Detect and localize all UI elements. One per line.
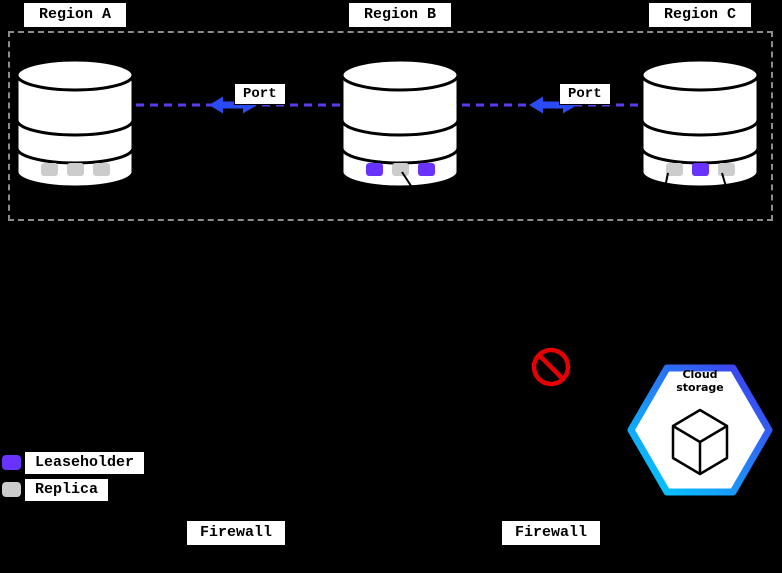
prohibited-icon [531, 347, 571, 387]
region-c-label: Region C [648, 2, 753, 28]
legend-label-replica: Replica [25, 479, 109, 501]
cylinder-top [340, 58, 460, 92]
database-cylinder-region-c [640, 58, 760, 189]
cylinder-top [15, 58, 135, 92]
replica-square [717, 163, 735, 176]
replica-square [665, 163, 683, 176]
cylinder-band-line [340, 119, 460, 137]
replica-square [66, 163, 84, 176]
cloud-storage-label: Cloud storage [676, 368, 724, 394]
replica-square [391, 163, 409, 176]
replica-swatch [2, 482, 21, 497]
region-b-square-row [338, 163, 462, 176]
cylinder-band-line [340, 147, 460, 165]
region-c-square-row [638, 163, 762, 176]
port-label-b-c: Port [559, 83, 611, 105]
region-b-label: Region B [348, 2, 453, 28]
port-label-a-b: Port [234, 83, 286, 105]
database-cylinder-region-a [15, 58, 135, 189]
replica-square [92, 163, 110, 176]
firewall-label-1: Firewall [186, 520, 287, 546]
leaseholder-swatch [2, 455, 21, 470]
replica-square [40, 163, 58, 176]
cylinder-body [640, 73, 760, 189]
cylinder-band-line [15, 147, 135, 165]
leaseholder-square [691, 163, 709, 176]
cylinder-top [640, 58, 760, 92]
leaseholder-square [417, 163, 435, 176]
cloud-storage-hexagon [627, 364, 773, 496]
cube-icon [671, 408, 729, 476]
cylinder-band-line [640, 147, 760, 165]
region-a-square-row [13, 163, 137, 176]
firewall-label-2: Firewall [501, 520, 602, 546]
cylinder-band-line [15, 119, 135, 137]
cylinder-body [15, 73, 135, 189]
leaseholder-square [365, 163, 383, 176]
regions-boundary-box [8, 31, 773, 221]
region-a-label: Region A [23, 2, 128, 28]
hexagon-border [627, 364, 773, 496]
legend-label-leaseholder: Leaseholder [25, 452, 145, 474]
cylinder-band-line [640, 119, 760, 137]
